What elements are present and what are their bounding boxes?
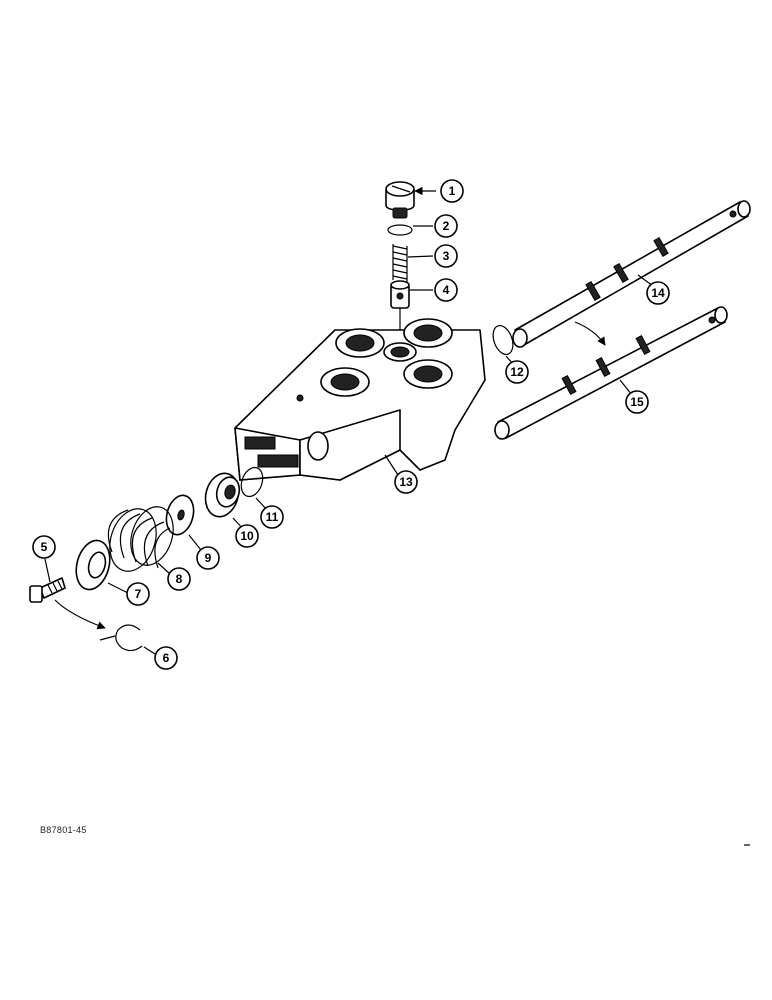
callout-15: 15 bbox=[625, 390, 649, 414]
callout-label: 15 bbox=[630, 395, 644, 409]
callout-1: 1 bbox=[440, 179, 464, 203]
port-boss-rear-right bbox=[403, 318, 453, 348]
callout-label: 8 bbox=[176, 572, 183, 586]
callout-8: 8 bbox=[167, 567, 191, 591]
callout-13: 13 bbox=[394, 470, 418, 494]
callout-label: 13 bbox=[399, 475, 413, 489]
o-ring-part bbox=[240, 466, 264, 498]
callout-12: 12 bbox=[505, 360, 529, 384]
callouts: 1 2 3 4 5 6 7 8 bbox=[32, 179, 670, 670]
spool-part bbox=[512, 200, 751, 348]
callout-label: 6 bbox=[163, 651, 170, 665]
callout-4: 4 bbox=[434, 278, 458, 302]
spool-part bbox=[494, 306, 728, 440]
callout-14: 14 bbox=[646, 281, 670, 305]
plug-part bbox=[385, 181, 415, 219]
callout-label: 2 bbox=[443, 219, 450, 233]
leader-line bbox=[99, 635, 116, 641]
callout-label: 3 bbox=[443, 249, 450, 263]
callout-7: 7 bbox=[126, 582, 150, 606]
alternate-arrow bbox=[574, 321, 606, 346]
o-ring-part bbox=[492, 324, 514, 356]
figure-reference-code: B87801-45 bbox=[40, 825, 87, 835]
washer-part bbox=[165, 494, 195, 536]
port-boss-rear-left bbox=[335, 328, 385, 358]
callout-11: 11 bbox=[260, 505, 284, 529]
callout-9: 9 bbox=[196, 546, 220, 570]
callout-6: 6 bbox=[154, 646, 178, 670]
callout-label: 5 bbox=[41, 540, 48, 554]
e-clip-part bbox=[115, 624, 143, 652]
callout-label: 4 bbox=[443, 283, 450, 297]
callout-label: 14 bbox=[651, 286, 665, 300]
callout-label: 12 bbox=[510, 365, 524, 379]
poppet-part bbox=[390, 280, 410, 309]
alternate-arrow bbox=[54, 599, 106, 630]
retainer-part bbox=[75, 539, 111, 591]
port-boss-front-left bbox=[320, 367, 370, 397]
o-ring-part bbox=[387, 224, 413, 236]
callout-3: 3 bbox=[434, 244, 458, 268]
callout-label: 7 bbox=[135, 587, 142, 601]
port-boss-front-right bbox=[403, 359, 453, 389]
port-boss-center bbox=[383, 342, 417, 362]
callout-label: 9 bbox=[205, 551, 212, 565]
callout-10: 10 bbox=[235, 524, 259, 548]
bolt-part bbox=[29, 577, 66, 603]
callout-label: 10 bbox=[240, 529, 254, 543]
callout-2: 2 bbox=[434, 214, 458, 238]
valve-body-part bbox=[234, 318, 486, 481]
cap-part bbox=[204, 472, 241, 518]
callout-label: 1 bbox=[449, 184, 456, 198]
spring-part bbox=[392, 244, 408, 282]
callout-5: 5 bbox=[32, 535, 56, 559]
callout-label: 11 bbox=[266, 510, 279, 524]
spring-part bbox=[107, 506, 174, 572]
